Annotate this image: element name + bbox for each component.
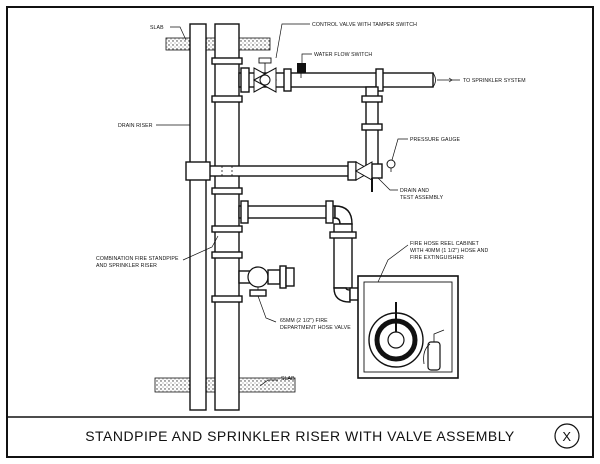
drawing-mark-circle: [554, 423, 580, 449]
label-hose-cabinet-line1: FIRE HOSE REEL CABINET: [410, 241, 480, 247]
drawing-title: STANDPIPE AND SPRINKLER RISER WITH VALVE…: [85, 428, 515, 444]
label-combination-line2: AND SPRINKLER RISER: [96, 263, 157, 269]
label-to-sprinkler-system: TO SPRINKLER SYSTEM: [463, 78, 526, 84]
drain-riser-pipe: [189, 23, 207, 411]
fire-department-hose-valve: [238, 265, 295, 297]
label-drain-test-line1: DRAIN AND: [400, 188, 429, 194]
sprinkler-branch: [238, 57, 436, 168]
label-pressure-gauge: PRESSURE GAUGE: [410, 137, 461, 143]
drawing-mark: X: [562, 429, 571, 444]
drain-test-branch: [185, 159, 396, 192]
label-slab-top: SLAB: [150, 25, 164, 31]
hose-reel-cabinet: [357, 275, 459, 379]
label-drain-riser: DRAIN RISER: [118, 123, 153, 129]
label-combination-line1: COMBINATION FIRE STANDPIPE: [96, 256, 179, 262]
leader-lines: [156, 23, 460, 387]
main-riser-pipe: [211, 23, 243, 411]
label-hose-valve-line1: 65MM (2 1/2") FIRE: [280, 318, 328, 324]
label-hose-cabinet-line2: WITH 40MM (1 1/2") HOSE AND: [410, 248, 488, 254]
label-hose-cabinet-line3: FIRE EXTINGUISHER: [410, 255, 464, 261]
label-hose-valve-line2: DEPARTMENT HOSE VALVE: [280, 325, 351, 331]
annotations: SLAB CONTROL VALVE WITH TAMPER SWITCH WA…: [96, 22, 526, 382]
title-block: STANDPIPE AND SPRINKLER RISER WITH VALVE…: [6, 416, 594, 449]
label-drain-test-line2: TEST ASSEMBLY: [400, 195, 444, 201]
drawing-frame: [6, 6, 594, 458]
label-control-valve: CONTROL VALVE WITH TAMPER SWITCH: [312, 22, 417, 28]
label-water-flow-switch: WATER FLOW SWITCH: [314, 52, 372, 58]
label-slab-bottom: SLAB: [281, 376, 295, 382]
